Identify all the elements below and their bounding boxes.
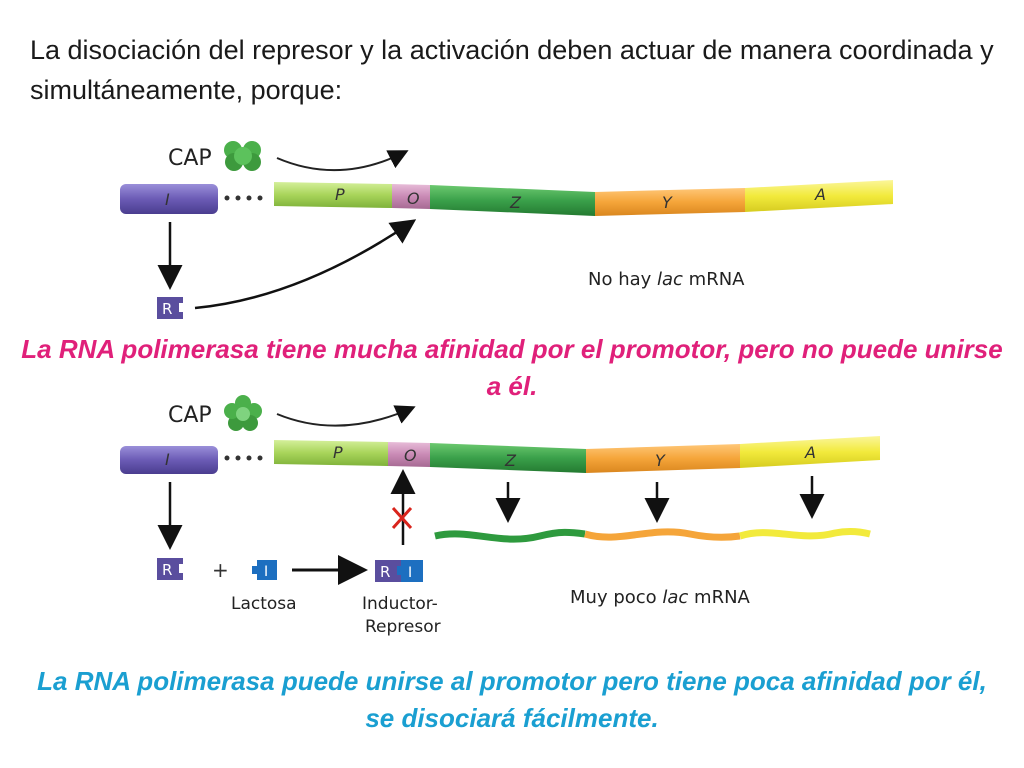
repressor-binding-arrow [194,219,417,310]
cap-protein-icon [224,141,261,171]
lactose-label: Lactosa [231,594,297,614]
few-mrna-label: Muy poco lac mRNA [570,587,751,608]
gene-p-label: P [335,185,345,204]
inhibit-mark-icon [391,506,413,530]
inducer-label: I [264,564,268,580]
inducer-repressor-complex-icon: R I [375,560,423,582]
repressor-label-bottom: R [162,561,172,579]
plus-sign: + [212,558,229,582]
gene-y-label-bottom: Y [655,451,666,470]
gene-i-segment-bottom [120,446,218,474]
gene-a-label: A [814,185,826,204]
spacer-dots [224,195,263,201]
gene-z-label-bottom: Z [504,451,517,470]
inductor-label-line2: Represor [365,617,441,637]
z-gene-segment [430,185,595,216]
gene-i-label: I [165,190,170,209]
y-gene-segment [595,188,745,216]
complex-repressor-label: R [380,563,390,581]
caption-low-affinity: La RNA polimerasa puede unirse al promot… [37,666,987,733]
gene-a-label-bottom: A [804,443,816,462]
caption-high-affinity: La RNA polimerasa tiene mucha afinidad p… [21,334,1003,401]
a-gene-segment-bottom [740,436,880,468]
top-panel: CAP I P O Z Y A R [120,141,893,319]
complex-inducer-label: I [408,565,412,581]
repressor-icon: R [157,297,185,319]
operator-segment [392,184,430,209]
cap-release-arrow [276,150,409,172]
gene-i-label-bottom: I [165,450,170,469]
gene-z-label: Z [509,193,522,212]
bottom-panel: CAP I P O Z Y A [120,395,880,637]
cap-protein-icon-bottom [224,395,262,431]
page-heading: La disociación del represor y la activac… [30,35,994,105]
gene-i-segment [120,184,218,214]
cap-label-bottom: CAP [168,403,212,428]
gene-p-label-bottom: P [333,443,343,462]
z-gene-segment-bottom [430,443,586,473]
cap-release-arrow-bottom [276,405,416,427]
promoter-segment [274,182,392,208]
gene-o-label: O [407,189,420,208]
y-gene-segment-bottom [586,444,740,473]
inducer-icon: I [252,560,277,580]
cap-label: CAP [168,146,212,171]
gene-o-label-bottom: O [404,446,417,465]
mrna-a-strand [738,527,871,540]
mrna-y-strand [584,528,741,541]
inductor-label-line1: Inductor- [362,594,438,614]
operator-segment-bottom [388,442,430,467]
repressor-icon-bottom: R [157,558,185,580]
promoter-segment-bottom [274,440,388,466]
gene-y-label: Y [662,193,673,212]
a-gene-segment [745,180,893,212]
repressor-label: R [162,300,172,318]
spacer-dots-bottom [224,455,263,461]
no-mrna-label: No hay lac mRNA [588,269,745,290]
mrna-z-strand [434,528,586,543]
